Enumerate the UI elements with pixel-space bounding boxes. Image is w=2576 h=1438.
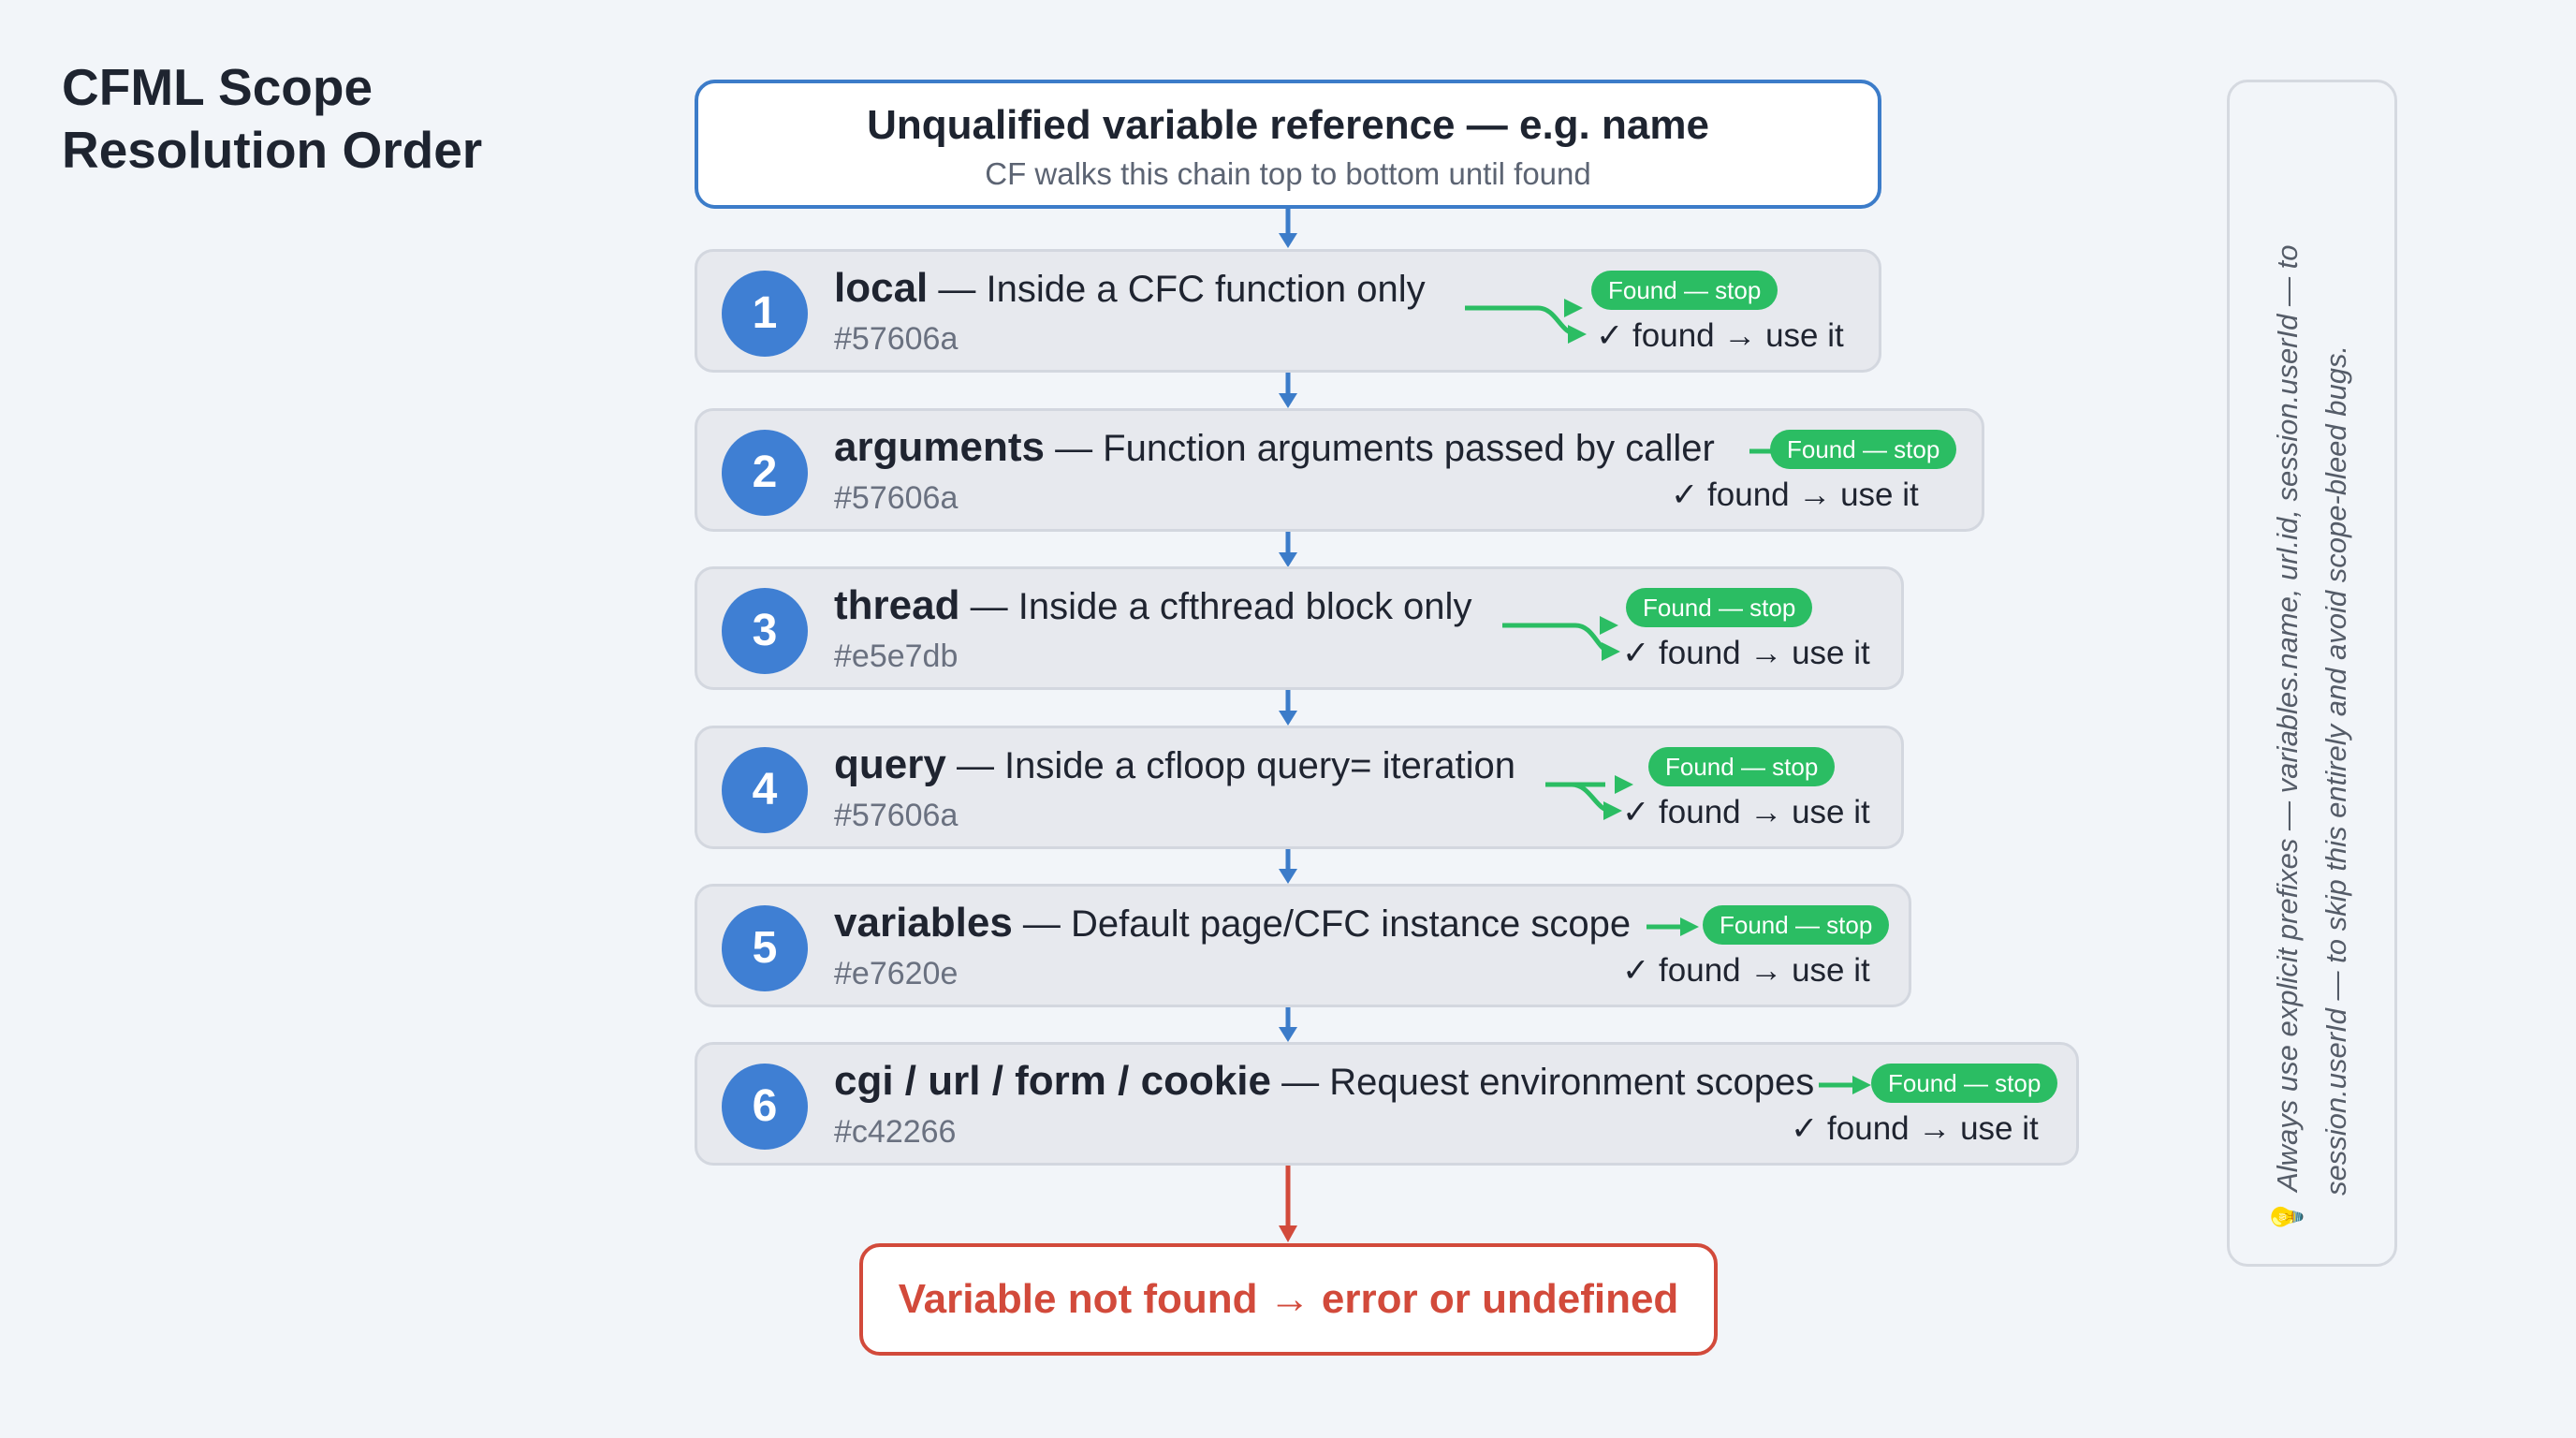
scope-heading: variables — Default page/CFC instance sc… — [834, 900, 1631, 946]
page-title-line-2: Resolution Order — [62, 121, 483, 179]
end-node-not-found: Variable not found → error or undefined — [859, 1243, 1718, 1356]
scope-color-code: #57606a — [834, 480, 959, 516]
scope-heading: query — Inside a cfloop query= iteration — [834, 741, 1515, 788]
found-branch-arrow — [1545, 775, 1633, 820]
scope-description: — Request environment scopes — [1270, 1062, 1815, 1103]
scope-description: — Inside a cfloop query= iteration — [945, 745, 1515, 786]
found-branch-arrow — [1749, 448, 1772, 454]
scope-color-code: #c42266 — [834, 1114, 957, 1150]
found-use-label: ✓ found → use it — [1791, 1110, 2039, 1147]
flow-arrow-2-to-3 — [1279, 532, 1297, 567]
scope-name: query — [834, 741, 946, 787]
found-stop-badge: Found — stop — [1648, 747, 1836, 786]
found-use-label: ✓ found → use it — [1622, 794, 1870, 830]
scope-row-thread: 3 thread — Inside a cfthread block only … — [695, 566, 1904, 690]
tip-panel: 💡 Always use explicit prefixes — variabl… — [2227, 80, 2397, 1267]
page-title-line-1: CFML Scope — [62, 58, 373, 116]
scope-row-query: 4 query — Inside a cfloop query= iterati… — [695, 726, 1904, 849]
found-stop-badge: Found — stop — [1871, 1064, 2058, 1103]
scope-name: local — [834, 265, 929, 311]
tip-text: 💡 Always use explicit prefixes — variabl… — [2263, 111, 2361, 1235]
scope-color-code: #e7620e — [834, 956, 959, 991]
found-use-label: ✓ found → use it — [1622, 635, 1870, 671]
found-stop-badge: Found — stop — [1626, 588, 1813, 627]
found-stop-badge: Found — stop — [1703, 905, 1890, 945]
flow-arrow-1-to-2 — [1279, 373, 1297, 408]
tip-line-1-text: Always use explicit prefixes — variables… — [2271, 244, 2304, 1192]
scope-name: arguments — [834, 424, 1045, 470]
flow-arrow-5-to-6 — [1279, 1006, 1297, 1042]
step-number-badge: 6 — [722, 1064, 808, 1150]
scope-color-code: #e5e7db — [834, 638, 959, 674]
step-number-badge: 5 — [722, 905, 808, 991]
step-number-badge: 2 — [722, 430, 808, 516]
scope-row-cgi-url-form-cookie: 6 cgi / url / form / cookie — Request en… — [695, 1042, 2079, 1166]
step-number-badge: 1 — [722, 271, 808, 357]
scope-name: thread — [834, 582, 960, 628]
found-use-label: ✓ found → use it — [1622, 952, 1870, 989]
scope-color-code: #57606a — [834, 321, 959, 357]
step-number-badge: 4 — [722, 747, 808, 833]
found-branch-arrow — [1465, 299, 1587, 344]
found-use-label: ✓ found → use it — [1596, 317, 1844, 354]
scope-name: variables — [834, 900, 1013, 946]
scope-heading: arguments — Function arguments passed by… — [834, 424, 1715, 471]
scope-name: cgi / url / form / cookie — [834, 1058, 1271, 1104]
lightbulb-icon: 💡 — [2271, 1198, 2304, 1235]
scope-description: — Default page/CFC instance scope — [1012, 903, 1632, 945]
start-node-title: Unqualified variable reference — e.g. na… — [867, 102, 1709, 148]
tip-line-1: 💡 Always use explicit prefixes — variabl… — [2263, 111, 2312, 1235]
tip-line-2: session.userId — to skip this entirely a… — [2320, 345, 2352, 1196]
start-node: Unqualified variable reference — e.g. na… — [695, 80, 1881, 209]
page-title: CFML Scope Resolution Order — [62, 56, 623, 182]
flow-arrow-start-to-1 — [1279, 209, 1297, 248]
scope-row-arguments: 2 arguments — Function arguments passed … — [695, 408, 1984, 532]
start-node-subtitle: CF walks this chain top to bottom until … — [985, 156, 1591, 191]
found-use-label: ✓ found → use it — [1671, 477, 1919, 513]
found-branch-arrow — [1502, 616, 1620, 661]
scope-heading: cgi / url / form / cookie — Request envi… — [834, 1058, 1814, 1105]
scope-row-local: 1 local — Inside a CFC function only #57… — [695, 249, 1881, 373]
flow-arrow-4-to-5 — [1279, 848, 1297, 884]
step-number-badge: 3 — [722, 588, 808, 674]
found-branch-arrow — [1819, 1076, 1871, 1094]
scope-row-variables: 5 variables — Default page/CFC instance … — [695, 884, 1911, 1007]
found-branch-arrow — [1647, 917, 1699, 936]
scope-description: — Inside a cfthread block only — [959, 586, 1472, 627]
found-stop-badge: Found — stop — [1591, 271, 1778, 310]
scope-heading: local — Inside a CFC function only — [834, 265, 1426, 312]
scope-heading: thread — Inside a cfthread block only — [834, 582, 1471, 629]
flow-arrow-3-to-4 — [1279, 690, 1297, 726]
scope-description: — Function arguments passed by caller — [1044, 428, 1715, 469]
scope-description: — Inside a CFC function only — [928, 269, 1426, 310]
flow-arrow-6-to-end — [1279, 1166, 1297, 1242]
found-stop-badge: Found — stop — [1770, 430, 1957, 469]
scope-color-code: #57606a — [834, 798, 959, 833]
